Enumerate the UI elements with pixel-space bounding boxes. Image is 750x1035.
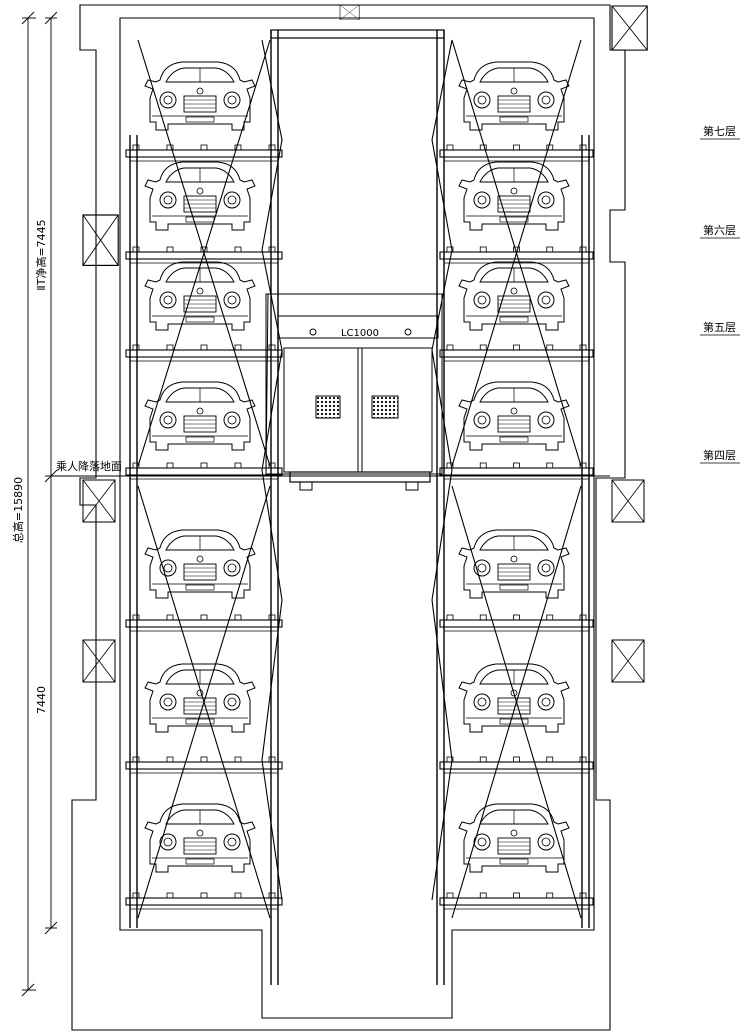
brace-right-1-b <box>451 485 582 919</box>
lower-height-dimension: 7440 <box>35 686 48 714</box>
parking-bay-left-4 <box>125 381 283 480</box>
parked-car-left-6 <box>144 663 256 733</box>
parking-bay-right-6 <box>439 663 594 774</box>
right-steel-frame <box>436 30 590 985</box>
entrance-floor-line <box>50 471 610 491</box>
hoist-rope-left <box>261 39 283 901</box>
parking-bay-left-2 <box>125 161 283 264</box>
parking-bay-left-3 <box>125 261 283 362</box>
parking-bay-right-7 <box>439 803 594 910</box>
parked-car-right-4 <box>458 381 570 451</box>
brace-left-1-b <box>137 485 271 919</box>
lift-cabin <box>265 293 443 475</box>
parking-bay-left-7 <box>125 803 283 910</box>
brace-right-0-b <box>451 39 582 467</box>
total-height-dimension: 总高=15890 <box>11 477 25 543</box>
brace-left-0-b <box>137 39 271 467</box>
left-steel-frame <box>129 30 279 985</box>
parking-bay-right-3 <box>439 261 594 362</box>
shaft-top-beam <box>270 29 445 39</box>
floor-labels: 第七层 第六层 第五层 第四层 <box>700 124 740 464</box>
building-outline <box>71 4 626 1031</box>
dimension-lines <box>21 11 58 997</box>
floor-label-5: 第五层 <box>703 320 736 334</box>
parked-car-right-1 <box>458 61 570 131</box>
upper-height-dimension: ⅡT净高=7445 <box>34 219 48 290</box>
cabin-label: LC1000 <box>341 328 379 339</box>
parking-bay-left-6 <box>125 663 283 774</box>
floor-label-4: 第四层 <box>703 448 736 462</box>
parking-bay-right-4 <box>439 381 594 480</box>
parking-bay-right-5 <box>439 529 594 632</box>
floor-label-7: 第七层 <box>703 124 736 138</box>
parked-car-right-6 <box>458 663 570 733</box>
parking-bay-left-5 <box>125 529 283 632</box>
parked-car-left-2 <box>144 161 256 231</box>
floor-label-6: 第六层 <box>703 223 736 237</box>
parked-car-left-1 <box>144 61 256 131</box>
wall-window-markers <box>82 4 648 683</box>
parked-car-left-4 <box>144 381 256 451</box>
entrance-label: 乘人降落地面 <box>56 459 122 473</box>
parked-car-right-3 <box>458 261 570 331</box>
parked-car-left-3 <box>144 261 256 331</box>
parking-bay-right-2 <box>439 161 594 264</box>
parking-bays <box>125 61 594 910</box>
parked-car-right-2 <box>458 161 570 231</box>
